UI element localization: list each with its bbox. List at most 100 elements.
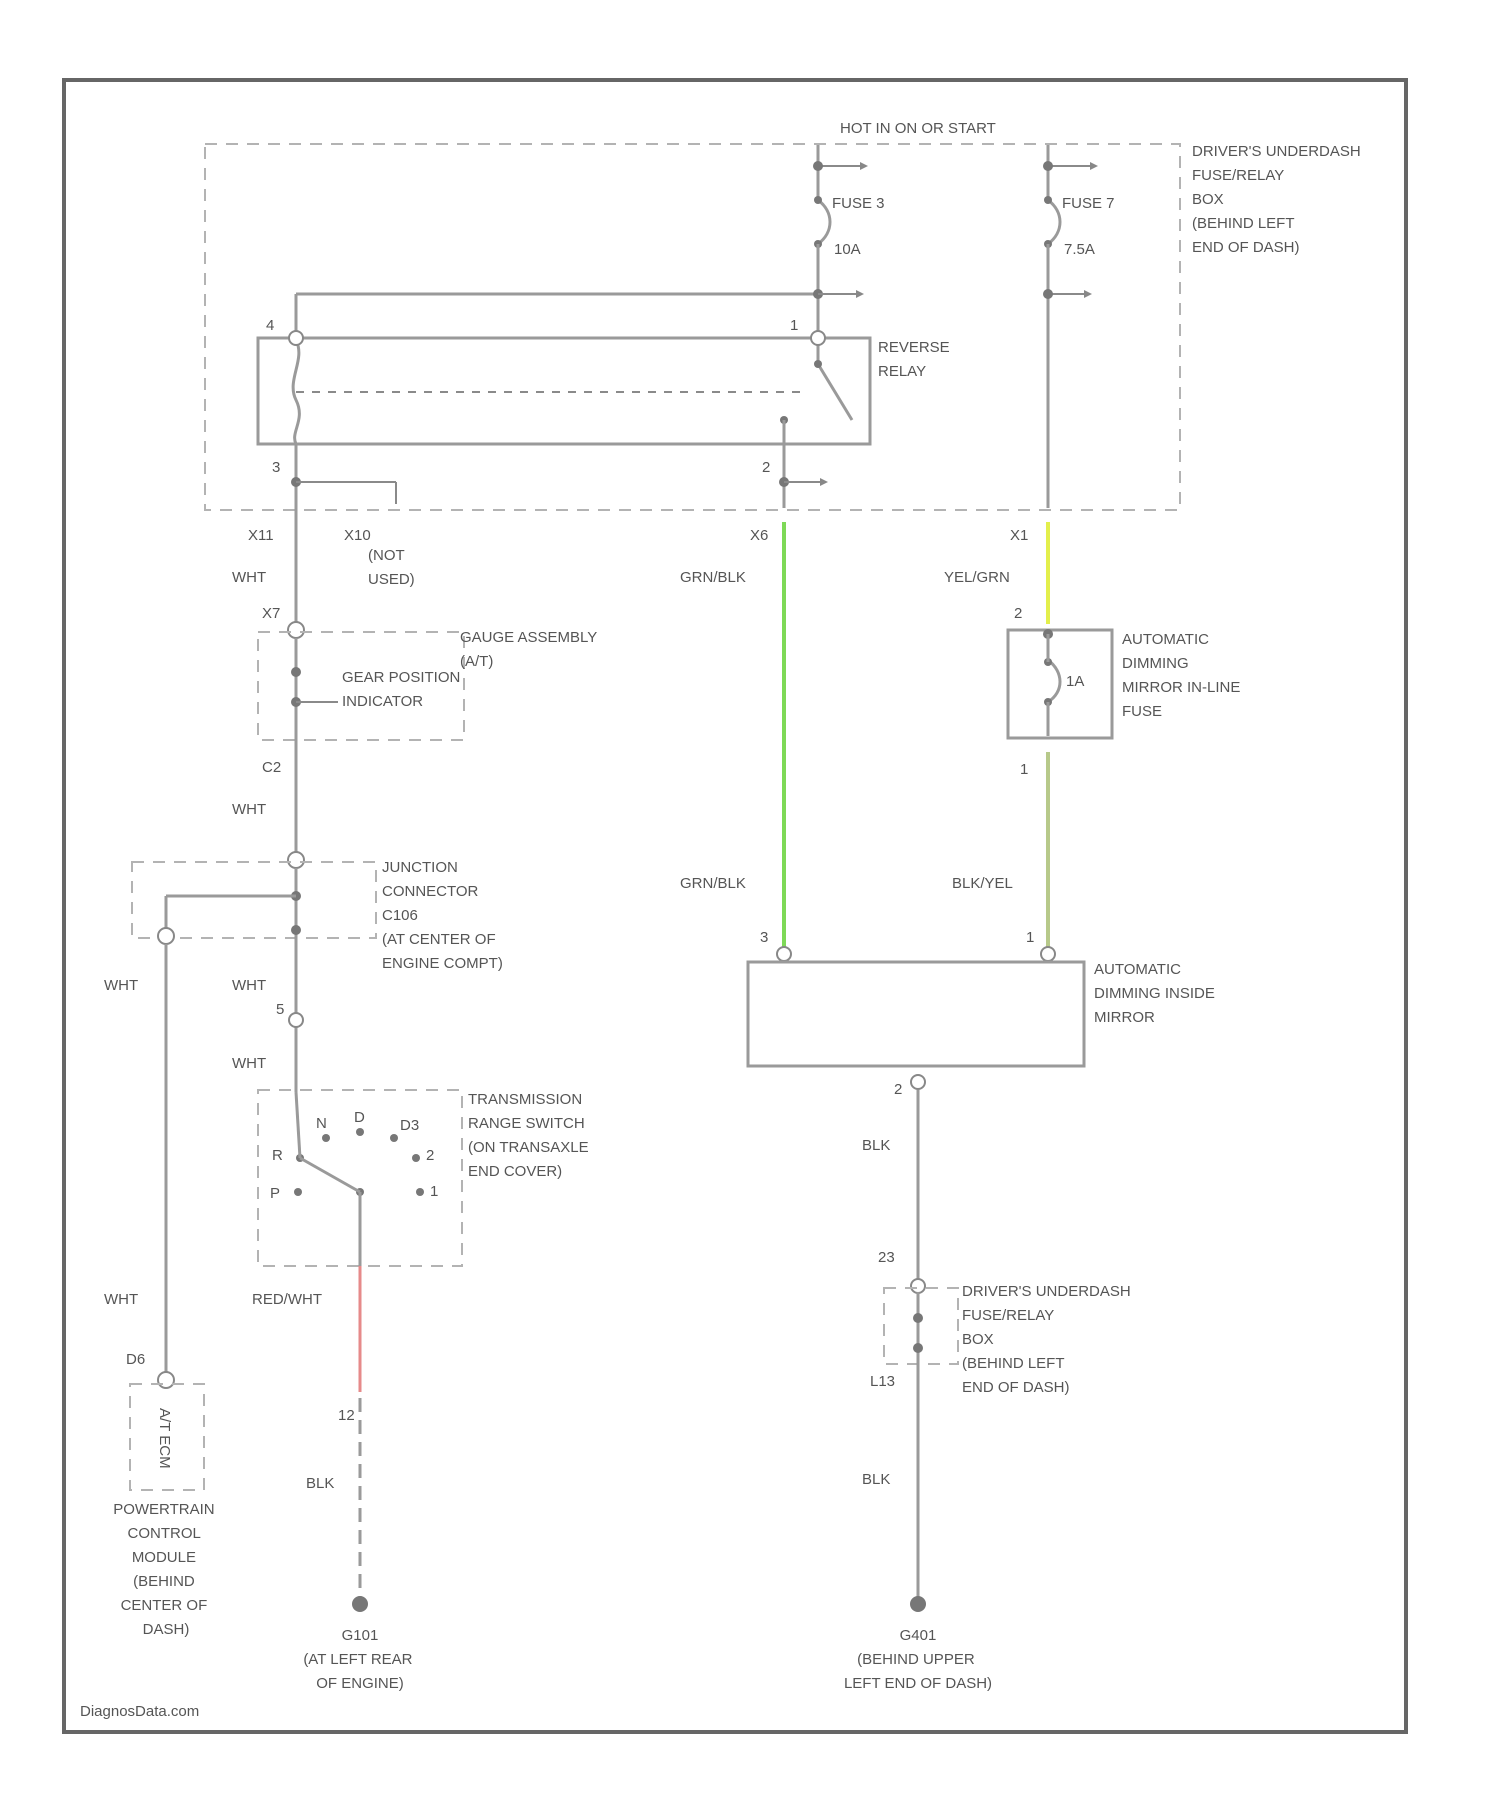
relay-pin-3: 3 <box>272 459 280 476</box>
switch-wiper <box>300 1158 360 1192</box>
x11-connector: X11 <box>248 527 274 544</box>
position-d3: D3 <box>400 1117 419 1134</box>
ground-g401-id: G401 <box>900 1627 937 1644</box>
wht-label-6: WHT <box>104 1291 138 1308</box>
wht-label-3: WHT <box>104 977 138 994</box>
d6-connector: D6 <box>126 1351 145 1368</box>
mirror-fuse-symbol <box>1048 660 1060 702</box>
grn-blk-label-1: GRN/BLK <box>680 569 746 586</box>
auto-dimming-mirror-box <box>748 962 1084 1066</box>
not-used-label: (NOT USED) <box>368 547 415 588</box>
blk-label-right-1: BLK <box>862 1137 890 1154</box>
fuse-relay-box-bottom-outline <box>884 1288 958 1364</box>
fuse-relay-box-outline <box>205 144 1180 510</box>
fuse-7-pin-top <box>1044 196 1052 204</box>
wht-label-2: WHT <box>232 801 266 818</box>
fuse-3-node <box>813 161 823 171</box>
c23-connector: 23 <box>878 1249 895 1266</box>
fuse-box-bottom-label: DRIVER'S UNDERDASH FUSE/RELAY BOX (BEHIN… <box>962 1283 1135 1396</box>
mirror-terminal-2 <box>911 1075 925 1089</box>
mirror-terminal-3 <box>777 947 791 961</box>
mirror-fuse-pin-bottom: 1 <box>1020 761 1028 778</box>
fuse-box-bottom-node-1 <box>913 1313 923 1323</box>
wht-label-5: WHT <box>232 1055 266 1072</box>
c5-terminal <box>289 1013 303 1027</box>
watermark: DiagnosData.com <box>80 1703 199 1720</box>
wht-label-1: WHT <box>232 569 266 586</box>
x1-connector: X1 <box>1010 527 1028 544</box>
switch-contact-p <box>294 1188 302 1196</box>
mirror-terminal-1 <box>1041 947 1055 961</box>
grn-blk-label-2: GRN/BLK <box>680 875 746 892</box>
gear-position-indicator-label: GEAR POSITION INDICATOR <box>342 669 465 710</box>
position-2: 2 <box>426 1147 434 1164</box>
fuse7-splice-node <box>1043 289 1053 299</box>
fuse3-splice-arrow <box>856 290 864 298</box>
fuse-7-symbol <box>1048 200 1060 244</box>
pcm-terminal <box>158 1372 174 1388</box>
switch-input-wire <box>296 1092 300 1158</box>
wht-label-4: WHT <box>232 977 266 994</box>
ground-g101-location: (AT LEFT REAR OF ENGINE) <box>303 1651 416 1692</box>
fuse3-bus-arrow <box>860 162 868 170</box>
fuse-3-symbol <box>818 200 830 244</box>
position-r: R <box>272 1147 283 1164</box>
yel-grn-label: YEL/GRN <box>944 569 1010 586</box>
hot-in-on-label: HOT IN ON OR START <box>840 120 996 137</box>
l13-connector: L13 <box>870 1373 895 1390</box>
pcm-inner-label: A/T ECM <box>156 1408 173 1469</box>
junction-connector-label: JUNCTION CONNECTOR C106 (AT CENTER OF EN… <box>382 859 503 972</box>
x6-connector: X6 <box>750 527 768 544</box>
x7-connector: X7 <box>262 605 280 622</box>
mirror-fuse-rating: 1A <box>1066 673 1084 690</box>
relay-pin-1: 1 <box>790 317 798 334</box>
junction-connector-outline <box>132 862 376 938</box>
fuse7-splice-arrow <box>1084 290 1092 298</box>
relay-pin-1-terminal <box>811 331 825 345</box>
gauge-node-1 <box>291 667 301 677</box>
switch-contact-2 <box>412 1154 420 1162</box>
blk-yel-label: BLK/YEL <box>952 875 1013 892</box>
gauge-terminal-top <box>288 622 304 638</box>
junction-branch-terminal <box>158 928 174 944</box>
relay-pin-4: 4 <box>266 317 274 334</box>
c2-connector: C2 <box>262 759 281 776</box>
auto-dimming-mirror-label: AUTOMATIC DIMMING INSIDE MIRROR <box>1094 961 1219 1026</box>
relay-switch-arm <box>818 364 852 420</box>
switch-contact-d3 <box>390 1134 398 1142</box>
switch-contact-n <box>322 1134 330 1142</box>
mirror-pin-1: 1 <box>1026 929 1034 946</box>
relay-pin-2: 2 <box>762 459 770 476</box>
x10-connector: X10 <box>344 527 371 544</box>
c12-connector: 12 <box>338 1407 355 1424</box>
gauge-assembly-label: GAUGE ASSEMBLY (A/T) <box>460 629 601 670</box>
position-1: 1 <box>430 1183 438 1200</box>
reverse-relay-label: REVERSE RELAY <box>878 339 954 380</box>
fuse-7-amps: 7.5A <box>1064 241 1095 258</box>
fuse-box-bottom-node-2 <box>913 1343 923 1353</box>
blk-label-left: BLK <box>306 1475 334 1492</box>
switch-contact-1 <box>416 1188 424 1196</box>
junction-terminal-top <box>288 852 304 868</box>
range-switch-label: TRANSMISSION RANGE SWITCH (ON TRANSAXLE … <box>468 1091 593 1180</box>
red-wht-label: RED/WHT <box>252 1291 322 1308</box>
ground-g101 <box>352 1596 368 1612</box>
relay-output-arrow <box>820 478 828 486</box>
fuse-3-label: FUSE 3 <box>832 195 885 212</box>
ground-g101-id: G101 <box>342 1627 379 1644</box>
position-p: P <box>270 1185 280 1202</box>
blk-label-right-2: BLK <box>862 1471 890 1488</box>
pcm-label: POWERTRAIN CONTROL MODULE (BEHIND CENTER… <box>113 1501 219 1638</box>
position-d: D <box>354 1109 365 1126</box>
ground-g401-location: (BEHIND UPPER LEFT END OF DASH) <box>844 1651 992 1692</box>
position-n: N <box>316 1115 327 1132</box>
fuse7-bus-arrow <box>1090 162 1098 170</box>
mirror-pin-2: 2 <box>894 1081 902 1098</box>
ground-g401 <box>910 1596 926 1612</box>
mirror-pin-3: 3 <box>760 929 768 946</box>
fuse-3-pin-top <box>814 196 822 204</box>
relay-pin-4-terminal <box>289 331 303 345</box>
fuse-3-amps: 10A <box>834 241 861 258</box>
mirror-fuse-pin-top: 2 <box>1014 605 1022 622</box>
